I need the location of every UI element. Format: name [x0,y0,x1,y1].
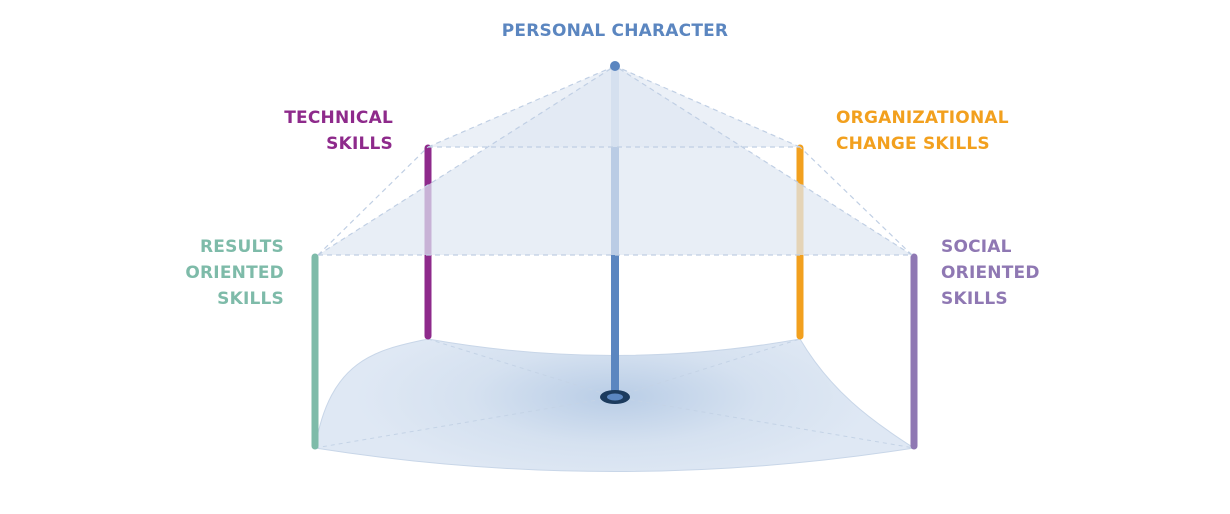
social-oriented-skills-label: SOCIAL ORIENTED SKILLS [941,234,1141,312]
social-oriented-line-2: ORIENTED [941,263,1040,283]
technical-skills-line-2: SKILLS [326,134,393,154]
social-oriented-line-1: SOCIAL [941,237,1012,257]
pyramid-edges [317,65,913,256]
organizational-change-line-1: ORGANIZATIONAL [836,108,1009,128]
results-oriented-line-3: SKILLS [217,289,284,309]
results-oriented-line-1: RESULTS [199,237,284,257]
technical-skills-label: TECHNICAL SKILLS [200,105,393,157]
center-base-ring-inner [607,393,623,401]
results-oriented-skills-label: RESULTS ORIENTED SKILLS [100,234,284,312]
organizational-change-line-2: CHANGE SKILLS [836,134,990,154]
results-oriented-line-2: ORIENTED [185,263,284,283]
personal-pillar-cap [610,61,620,71]
organizational-change-skills-label: ORGANIZATIONAL CHANGE SKILLS [836,105,1136,157]
base-surface [314,338,916,472]
technical-skills-line-1: TECHNICAL [284,108,393,128]
pyramid-face [318,66,912,255]
personal-character-label: PERSONAL CHARACTER [415,18,815,44]
social-oriented-line-3: SKILLS [941,289,1008,309]
personal-character-line-1: PERSONAL CHARACTER [501,21,729,41]
